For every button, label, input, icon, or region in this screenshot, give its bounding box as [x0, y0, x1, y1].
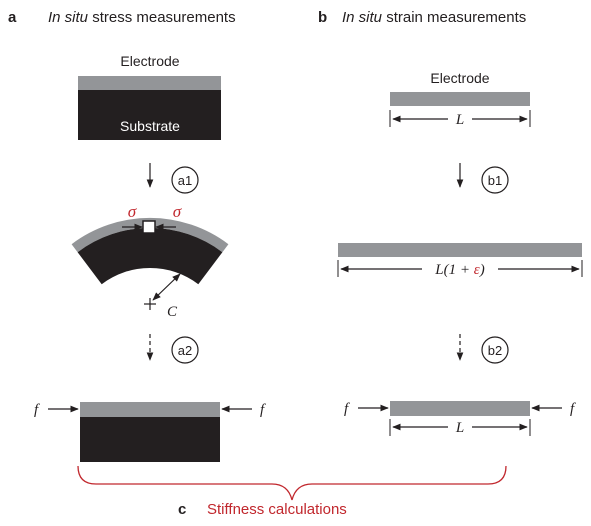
b1-label: b1 — [488, 173, 502, 188]
b-strained-electrode — [338, 243, 582, 257]
a1-circle — [171, 166, 199, 194]
a-center-label: C — [167, 304, 178, 320]
panel-c-title: Stiffness calculations — [207, 501, 347, 518]
panel-b-letter: b — [318, 9, 327, 26]
a-electrode-label: Electrode — [120, 53, 179, 69]
a2-label: a2 — [178, 343, 192, 358]
panel-a-title: In situ stress measurements — [48, 9, 236, 26]
panel-b-title: In situ strain measurements — [342, 9, 526, 26]
a-electrode-layer — [78, 76, 221, 90]
b-strain-suffix: ) — [479, 262, 485, 278]
b-strain-epsilon: ε — [474, 262, 480, 278]
b-strain-length-label: L(1 + ε) — [434, 262, 484, 278]
panel-b-title-rest: strain measurements — [382, 9, 526, 26]
b-electrode-strip — [390, 92, 530, 106]
b-loaded-length-label: L — [455, 420, 464, 436]
b-force-label-right: f — [570, 401, 576, 417]
a-substrate-block — [78, 90, 221, 140]
c-brace — [77, 465, 507, 501]
panel-a-title-rest: stress measurements — [88, 9, 236, 26]
a-radius-arrow — [152, 273, 181, 301]
b2-circle — [481, 336, 509, 364]
a2-circle — [171, 336, 199, 364]
b-loaded-electrode — [390, 401, 530, 416]
a-force-label-right: f — [260, 402, 266, 418]
a-bent-electrode — [71, 217, 229, 253]
panel-a-letter: a — [8, 9, 17, 26]
panel-b-title-italic: In situ — [342, 9, 383, 26]
a-substrate-label: Substrate — [120, 118, 180, 134]
b1-circle — [481, 166, 509, 194]
a-stress-sigma-right: σ — [173, 202, 182, 221]
b-force-label-left: f — [344, 401, 350, 417]
a1-label: a1 — [178, 173, 192, 188]
a-stress-sigma-left: σ — [128, 202, 137, 221]
a-bent-substrate — [77, 227, 223, 285]
b-length-label: L — [455, 112, 464, 128]
b2-label: b2 — [488, 343, 502, 358]
panel-c-letter: c — [178, 501, 186, 518]
a-loaded-substrate — [80, 417, 220, 462]
a-stress-element — [142, 220, 156, 234]
b-strain-prefix: L(1 + — [434, 262, 473, 278]
panel-a-title-italic: In situ — [48, 9, 89, 26]
a-force-label-left: f — [34, 402, 40, 418]
b-electrode-label: Electrode — [430, 70, 489, 86]
a-loaded-electrode — [80, 402, 220, 417]
